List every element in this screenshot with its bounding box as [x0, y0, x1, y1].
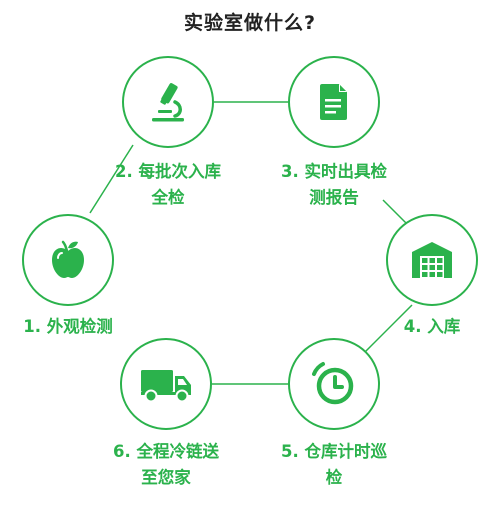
step-2-label-line1: 2. 每批次入库: [115, 162, 221, 181]
step-5-label: 5. 仓库计时巡 检: [262, 439, 406, 491]
clock-icon: [312, 362, 354, 405]
step-1-label: 1. 外观检测: [0, 314, 136, 340]
step-3-label: 3. 实时出具检 测报告: [262, 159, 406, 211]
microscope-icon: [152, 83, 184, 122]
apple-icon: [52, 240, 84, 278]
step-6-label-line1: 6. 全程冷链送: [113, 442, 219, 461]
step-6-node: [120, 338, 212, 430]
step-3-label-line2: 测报告: [309, 188, 359, 207]
step-4-node: [386, 214, 478, 306]
connector-4-5: [364, 304, 413, 353]
step-5-node: [288, 338, 380, 430]
step-6-label: 6. 全程冷链送 至您家: [94, 439, 238, 491]
step-4-label-line1: 4. 入库: [403, 317, 461, 336]
step-3-label-line1: 3. 实时出具检: [281, 162, 387, 181]
warehouse-icon: [412, 242, 452, 278]
step-5-label-line1: 5. 仓库计时巡: [281, 442, 387, 461]
step-2-node: [122, 56, 214, 148]
step-4-label: 4. 入库: [382, 314, 482, 340]
delivery-truck-icon: [141, 370, 191, 403]
step-2-label: 2. 每批次入库 全检: [96, 159, 240, 211]
step-6-label-line2: 至您家: [141, 468, 191, 487]
step-2-label-line2: 全检: [151, 188, 185, 207]
step-1-label-line1: 1. 外观检测: [23, 317, 113, 336]
step-1-node: [22, 214, 114, 306]
connector-1-2: [89, 144, 134, 214]
document-icon: [320, 84, 347, 120]
step-5-label-line2: 检: [325, 468, 343, 487]
step-3-node: [288, 56, 380, 148]
page-title: 实验室做什么?: [183, 12, 317, 34]
